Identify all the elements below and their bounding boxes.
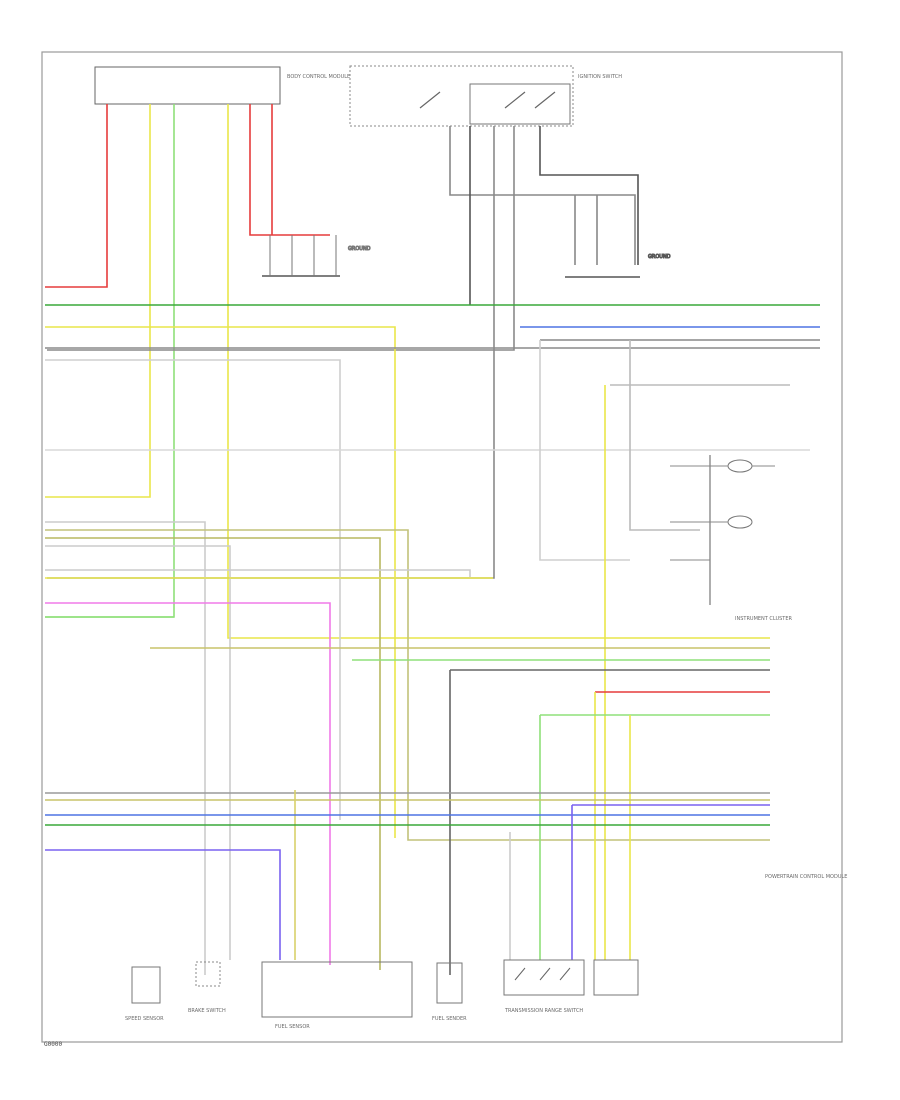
- transmission-switch-label: TRANSMISSION RANGE SWITCH: [504, 1008, 583, 1014]
- instrument-cluster-label: INSTRUMENT CLUSTER: [735, 616, 793, 622]
- footer-code: G0000: [44, 1041, 63, 1048]
- ground-top: GROUND: [262, 235, 371, 277]
- ignition-wires: [47, 126, 639, 579]
- brake-switch: BRAKE SWITCH: [188, 961, 226, 1014]
- transmission-range-switch: TRANSMISSION RANGE SWITCH: [503, 959, 639, 1014]
- speed-sensor: SPEED SENSOR: [125, 966, 164, 1022]
- fuel-sensor-group-label: FUEL SENSOR: [275, 1024, 310, 1030]
- fuel-sender: FUEL SENDER: [432, 962, 467, 1022]
- ignition-switch: IGNITION SWITCH: [349, 65, 622, 127]
- diagram-frame: [41, 51, 843, 1043]
- ground-right: GROUND: [565, 254, 671, 278]
- ground-top-label: GROUND: [348, 246, 371, 252]
- left-connector-wires: [45, 521, 770, 975]
- brake-switch-label: BRAKE SWITCH: [188, 1008, 226, 1014]
- body-module-label: BODY CONTROL MODULE: [287, 74, 350, 80]
- fuel-sensor-group: FUEL SENSOR: [261, 961, 413, 1030]
- bus-lines: [45, 304, 820, 960]
- powertrain-wires: [45, 647, 770, 975]
- speed-sensor-label: SPEED SENSOR: [125, 1016, 164, 1022]
- ignition-switch-label: IGNITION SWITCH: [578, 74, 622, 80]
- ground-right-label: GROUND: [648, 254, 671, 260]
- powertrain-module-label: POWERTRAIN CONTROL MODULE: [765, 874, 847, 880]
- instrument-cluster: INSTRUMENT CLUSTER: [670, 455, 793, 622]
- fuel-sender-label: FUEL SENDER: [432, 1016, 467, 1022]
- body-control-module: BODY CONTROL MODULE: [94, 66, 350, 105]
